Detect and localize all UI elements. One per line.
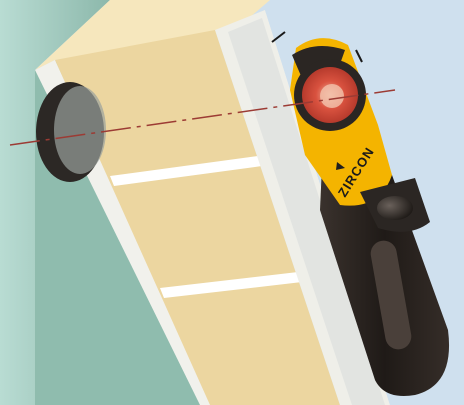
- indicator-triangle: [336, 162, 345, 170]
- stud-finder-device: ZIRCON: [290, 38, 450, 396]
- handle-grip-slot: [370, 240, 412, 350]
- collar-knob: [377, 196, 413, 220]
- drywall-edge-shade: [228, 18, 385, 405]
- lens-center: [320, 84, 344, 108]
- signal-mark-right: [355, 49, 363, 63]
- rear-sensor-glass: [54, 86, 106, 174]
- signal-mark-left: [271, 31, 286, 43]
- plank-gap-1: [110, 156, 262, 186]
- laser-line: [9, 89, 396, 146]
- left-wall: [0, 0, 110, 405]
- plank-gap-2: [160, 272, 302, 298]
- wall-top-cap: [35, 0, 270, 70]
- wood-stud: [55, 30, 340, 405]
